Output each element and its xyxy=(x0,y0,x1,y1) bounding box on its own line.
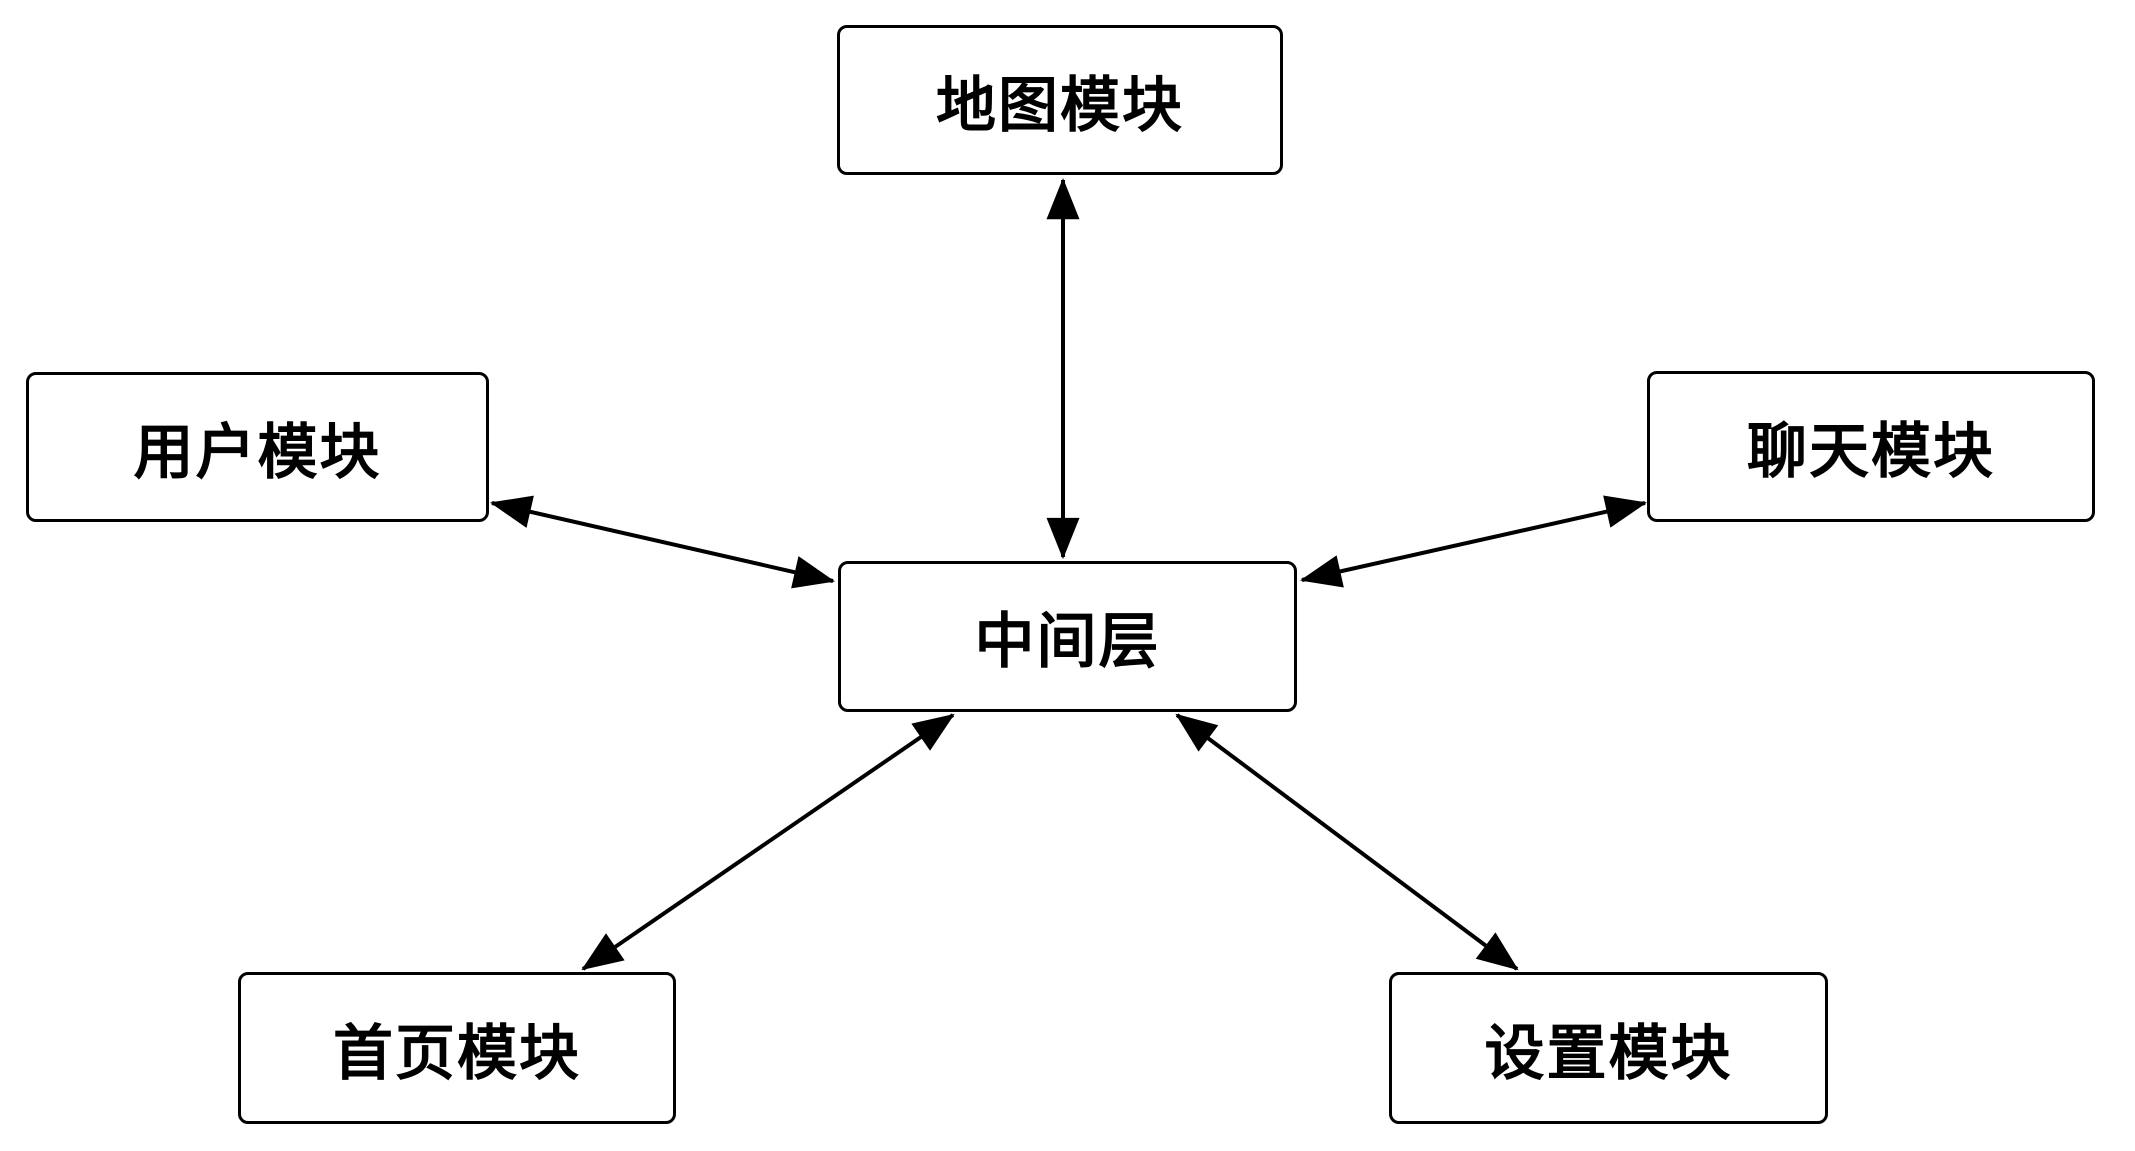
edge-middle-settings xyxy=(1175,713,1519,971)
node-user-module: 用户模块 xyxy=(26,372,489,522)
node-label: 用户模块 xyxy=(133,418,382,486)
node-home-module: 首页模块 xyxy=(238,972,676,1124)
node-label: 地图模块 xyxy=(936,71,1184,139)
node-label: 聊天模块 xyxy=(1747,418,1995,485)
node-settings-module: 设置模块 xyxy=(1389,972,1828,1124)
node-label: 中间层 xyxy=(974,608,1161,675)
node-map-module: 地图模块 xyxy=(837,25,1283,175)
node-label: 首页模块 xyxy=(333,1019,581,1087)
edge-middle-chat xyxy=(1299,495,1648,588)
node-label: 设置模块 xyxy=(1484,1019,1733,1087)
node-chat-module: 聊天模块 xyxy=(1647,371,2095,522)
node-middle-layer: 中间层 xyxy=(838,561,1297,712)
edge-user-middle xyxy=(489,495,836,589)
edge-middle-home xyxy=(581,713,955,971)
